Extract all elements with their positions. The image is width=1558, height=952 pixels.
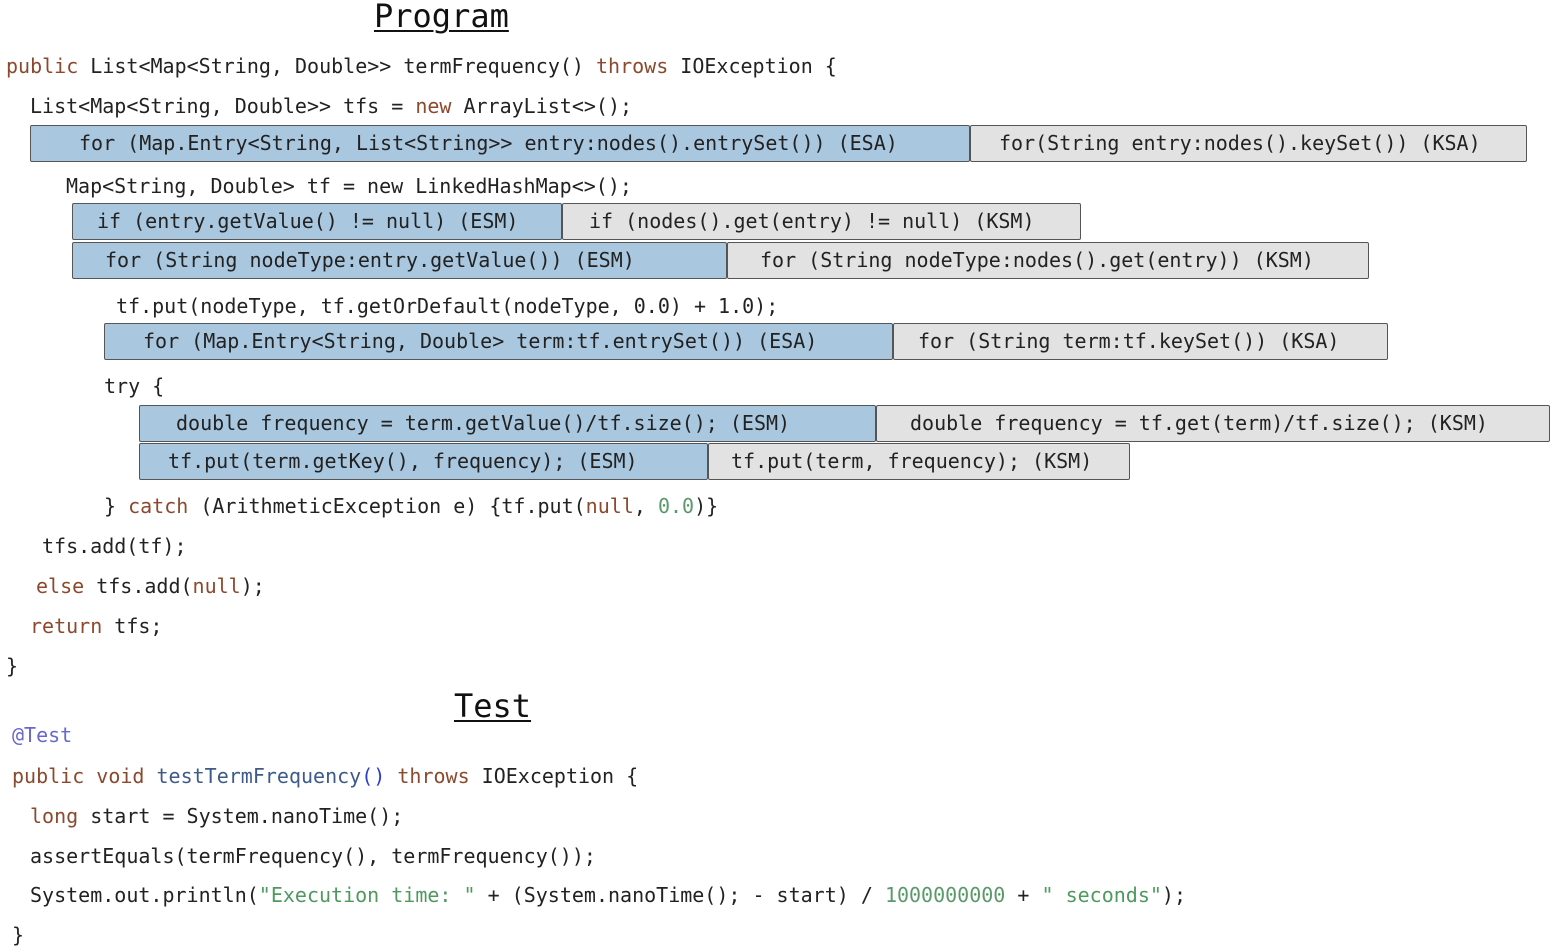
ksm-if-box: if (nodes().get(entry) != null) (KSM) (562, 203, 1081, 240)
code-text: + (1005, 883, 1042, 907)
code-line-tfs-add: tfs.add(tf); (42, 534, 187, 558)
keyword: else (36, 574, 85, 598)
code-text: )} (694, 494, 719, 518)
test-annotation: @Test (12, 723, 73, 747)
ksa-for-entry-box: for(String entry:nodes().keySet()) (KSA) (970, 125, 1527, 162)
code-line-return: return tfs; (30, 612, 162, 640)
ksm-tf-put-box: tf.put(term, frequency); (KSM) (708, 443, 1130, 480)
esm-frequency-box: double frequency = term.getValue()/tf.si… (139, 405, 876, 442)
method-name: testTermFrequency (156, 764, 362, 788)
code-text: , (633, 494, 658, 518)
code-text: List<Map<String, Double>> termFrequency(… (78, 54, 597, 78)
keyword: long (30, 804, 79, 828)
code-text: start = System.nanoTime(); (78, 804, 404, 828)
esa-for-entry-box: for (Map.Entry<String, List<String>> ent… (30, 125, 970, 162)
code-line-catch: } catch (ArithmeticException e) {tf.put(… (104, 492, 718, 520)
keyword: public (12, 764, 85, 788)
string-literal: " seconds" (1041, 883, 1162, 907)
test-line-close-brace: } (12, 923, 25, 947)
keyword: catch (128, 494, 189, 518)
code-text: ArrayList<>(); (451, 94, 633, 118)
code-text: System.out.println( (30, 883, 259, 907)
code-line-close-brace: } (6, 654, 19, 678)
keyword: return (30, 614, 103, 638)
test-line-println: System.out.println("Execution time: " + … (30, 881, 1186, 909)
esm-tf-put-box: tf.put(term.getKey(), frequency); (ESM) (139, 443, 708, 480)
code-text: IOException { (469, 764, 639, 788)
keyword: throws (397, 764, 470, 788)
code-line-try: try { (104, 374, 165, 398)
test-line-assert: assertEquals(termFrequency(), termFreque… (30, 844, 596, 868)
code-text: ); (1161, 883, 1186, 907)
program-heading: Program (374, 0, 509, 35)
number-literal: 0.0 (657, 494, 695, 518)
keyword: void (96, 764, 145, 788)
esm-for-nodetype-box: for (String nodeType:entry.getValue()) (… (72, 242, 727, 279)
code-text: List<Map<String, Double>> tfs = (30, 94, 416, 118)
test-heading: Test (454, 687, 532, 725)
code-text: ); (240, 574, 265, 598)
code-line-tf-declaration: Map<String, Double> tf = new LinkedHashM… (66, 174, 632, 198)
number-literal: 1000000000 (884, 883, 1006, 907)
keyword: new (415, 94, 452, 118)
code-text: tfs.add( (84, 574, 193, 598)
keyword: throws (596, 54, 669, 78)
keyword: null (192, 574, 241, 598)
test-line-start: long start = System.nanoTime(); (30, 802, 403, 830)
esm-if-box: if (entry.getValue() != null) (ESM) (72, 203, 562, 240)
ksm-frequency-box: double frequency = tf.get(term)/tf.size(… (876, 405, 1550, 442)
keyword: public (6, 54, 79, 78)
code-text: + (System.nanoTime(); - start) / (475, 883, 885, 907)
ksa-for-term-box: for (String term:tf.keySet()) (KSA) (893, 323, 1388, 360)
esa-for-term-box: for (Map.Entry<String, Double> term:tf.e… (104, 323, 893, 360)
parentheses: () (361, 764, 386, 788)
code-text: (ArithmeticException e) {tf.put( (188, 494, 586, 518)
keyword: null (585, 494, 634, 518)
code-line-method-signature: public List<Map<String, Double>> termFre… (6, 52, 837, 80)
code-text: } (104, 494, 129, 518)
code-line-else: else tfs.add(null); (36, 572, 265, 600)
code-line-tfs-declaration: List<Map<String, Double>> tfs = new Arra… (30, 92, 632, 120)
string-literal: "Execution time: " (258, 883, 476, 907)
test-line-signature: public void testTermFrequency() throws I… (12, 762, 638, 790)
code-text: tfs; (102, 614, 163, 638)
code-text: IOException { (668, 54, 837, 78)
code-line-tf-put-nodetype: tf.put(nodeType, tf.getOrDefault(nodeTyp… (116, 294, 779, 318)
ksm-for-nodetype-box: for (String nodeType:nodes().get(entry))… (727, 242, 1369, 279)
